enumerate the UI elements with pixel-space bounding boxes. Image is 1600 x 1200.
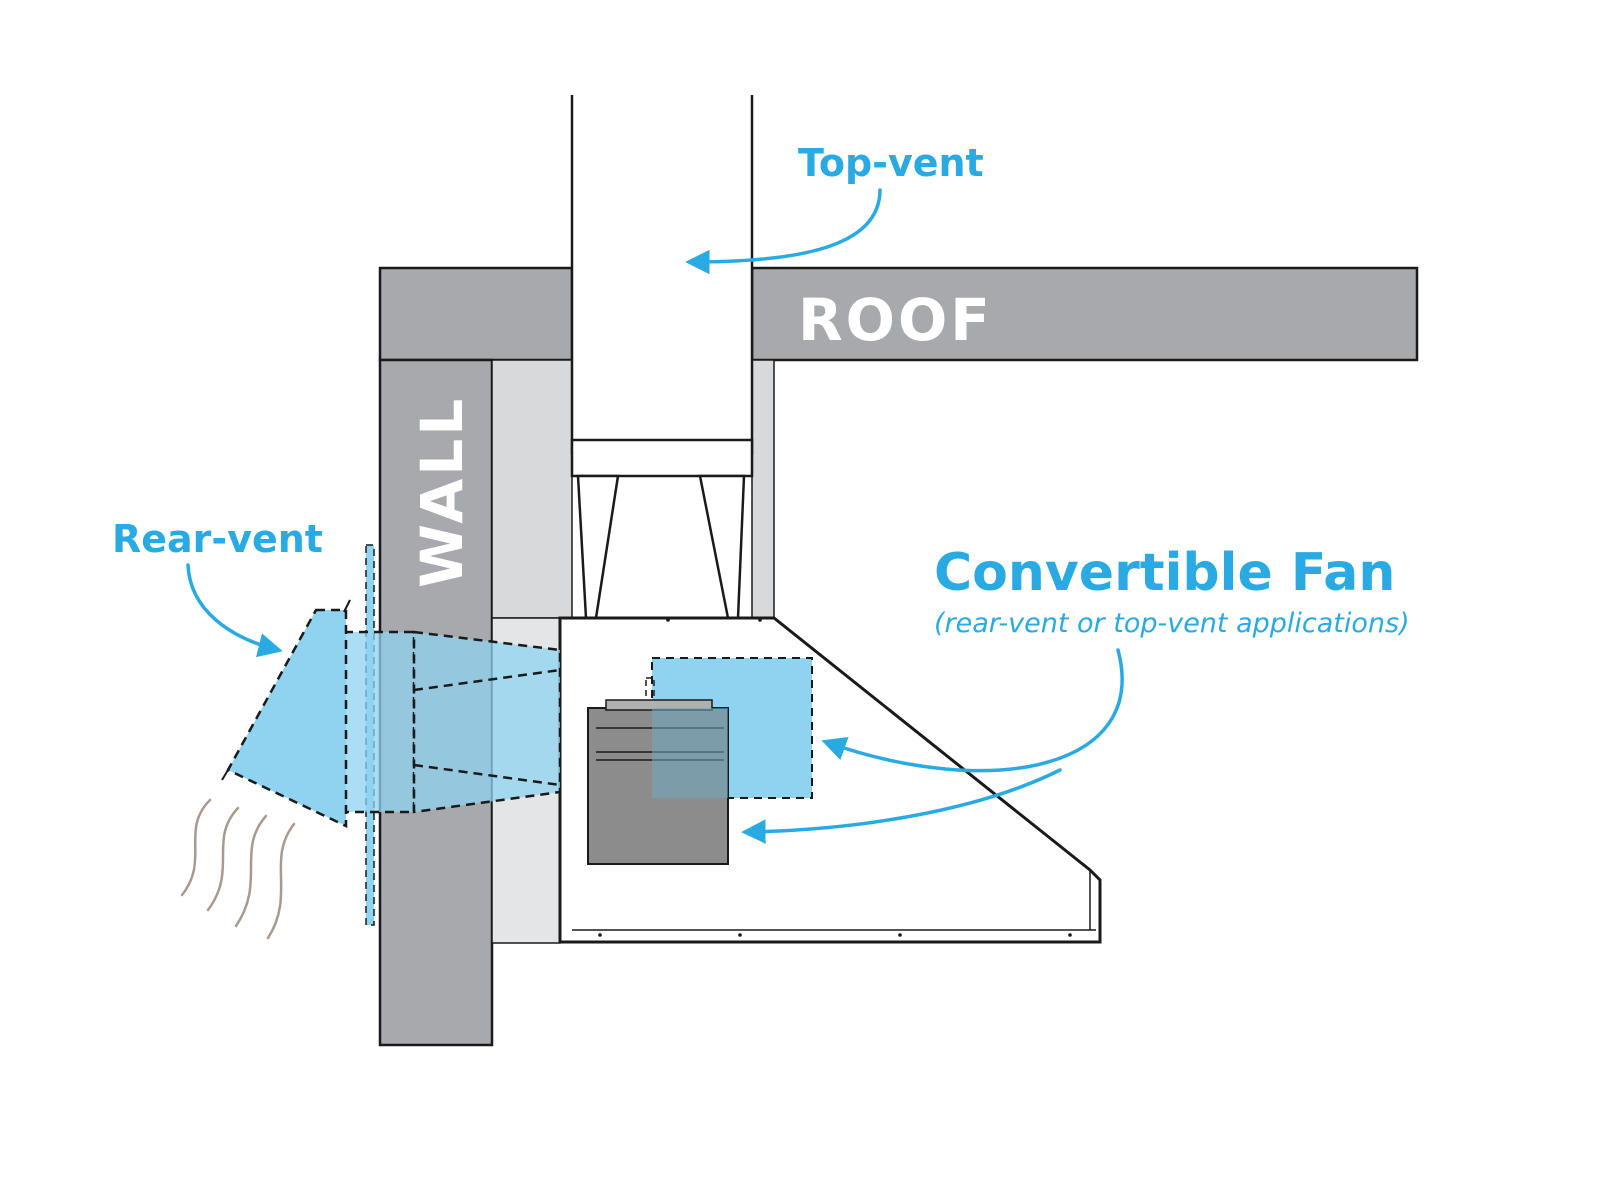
- convertible-fan: [587, 657, 813, 865]
- fan-arrow-lower: [741, 768, 1062, 844]
- exhaust-wave-1: [180, 798, 212, 897]
- convertible-fan-note: (rear-vent or top-vent applications): [934, 608, 1410, 639]
- roof-left-segment: [378, 266, 574, 362]
- top-vent-label: Top-vent: [798, 141, 984, 185]
- chimney-duct: [572, 95, 752, 455]
- top-vent-duct: [570, 95, 754, 620]
- callout-arrows: [186, 188, 1124, 844]
- duct-transition-left: [576, 474, 620, 620]
- roof-label: ROOF: [798, 286, 993, 354]
- interior-soffit-left: [491, 359, 573, 619]
- exhaust-wave-4: [266, 822, 296, 940]
- exterior-vent-hood: [226, 608, 348, 828]
- duct-bracket-band: [570, 438, 754, 478]
- rear-vent-ducting: [221, 544, 562, 926]
- rear-duct-transition: [412, 630, 562, 814]
- rear-duct-straight: [342, 630, 416, 814]
- exhaust-waves: [180, 798, 296, 940]
- roof-right-segment: [750, 266, 1419, 362]
- exhaust-wave-3: [234, 814, 268, 928]
- rear-vent-arrow: [186, 563, 283, 658]
- interior-soffit-right: [751, 359, 775, 619]
- top-vent-arrow: [685, 188, 882, 275]
- fan-arrow-upper: [821, 648, 1124, 773]
- rear-vent-label: Rear-vent: [112, 517, 323, 561]
- exhaust-wave-2: [206, 806, 240, 912]
- convertible-fan-label: Convertible Fan: [934, 543, 1395, 603]
- wall-label: WALL: [408, 396, 476, 588]
- duct-transition-right: [698, 474, 746, 620]
